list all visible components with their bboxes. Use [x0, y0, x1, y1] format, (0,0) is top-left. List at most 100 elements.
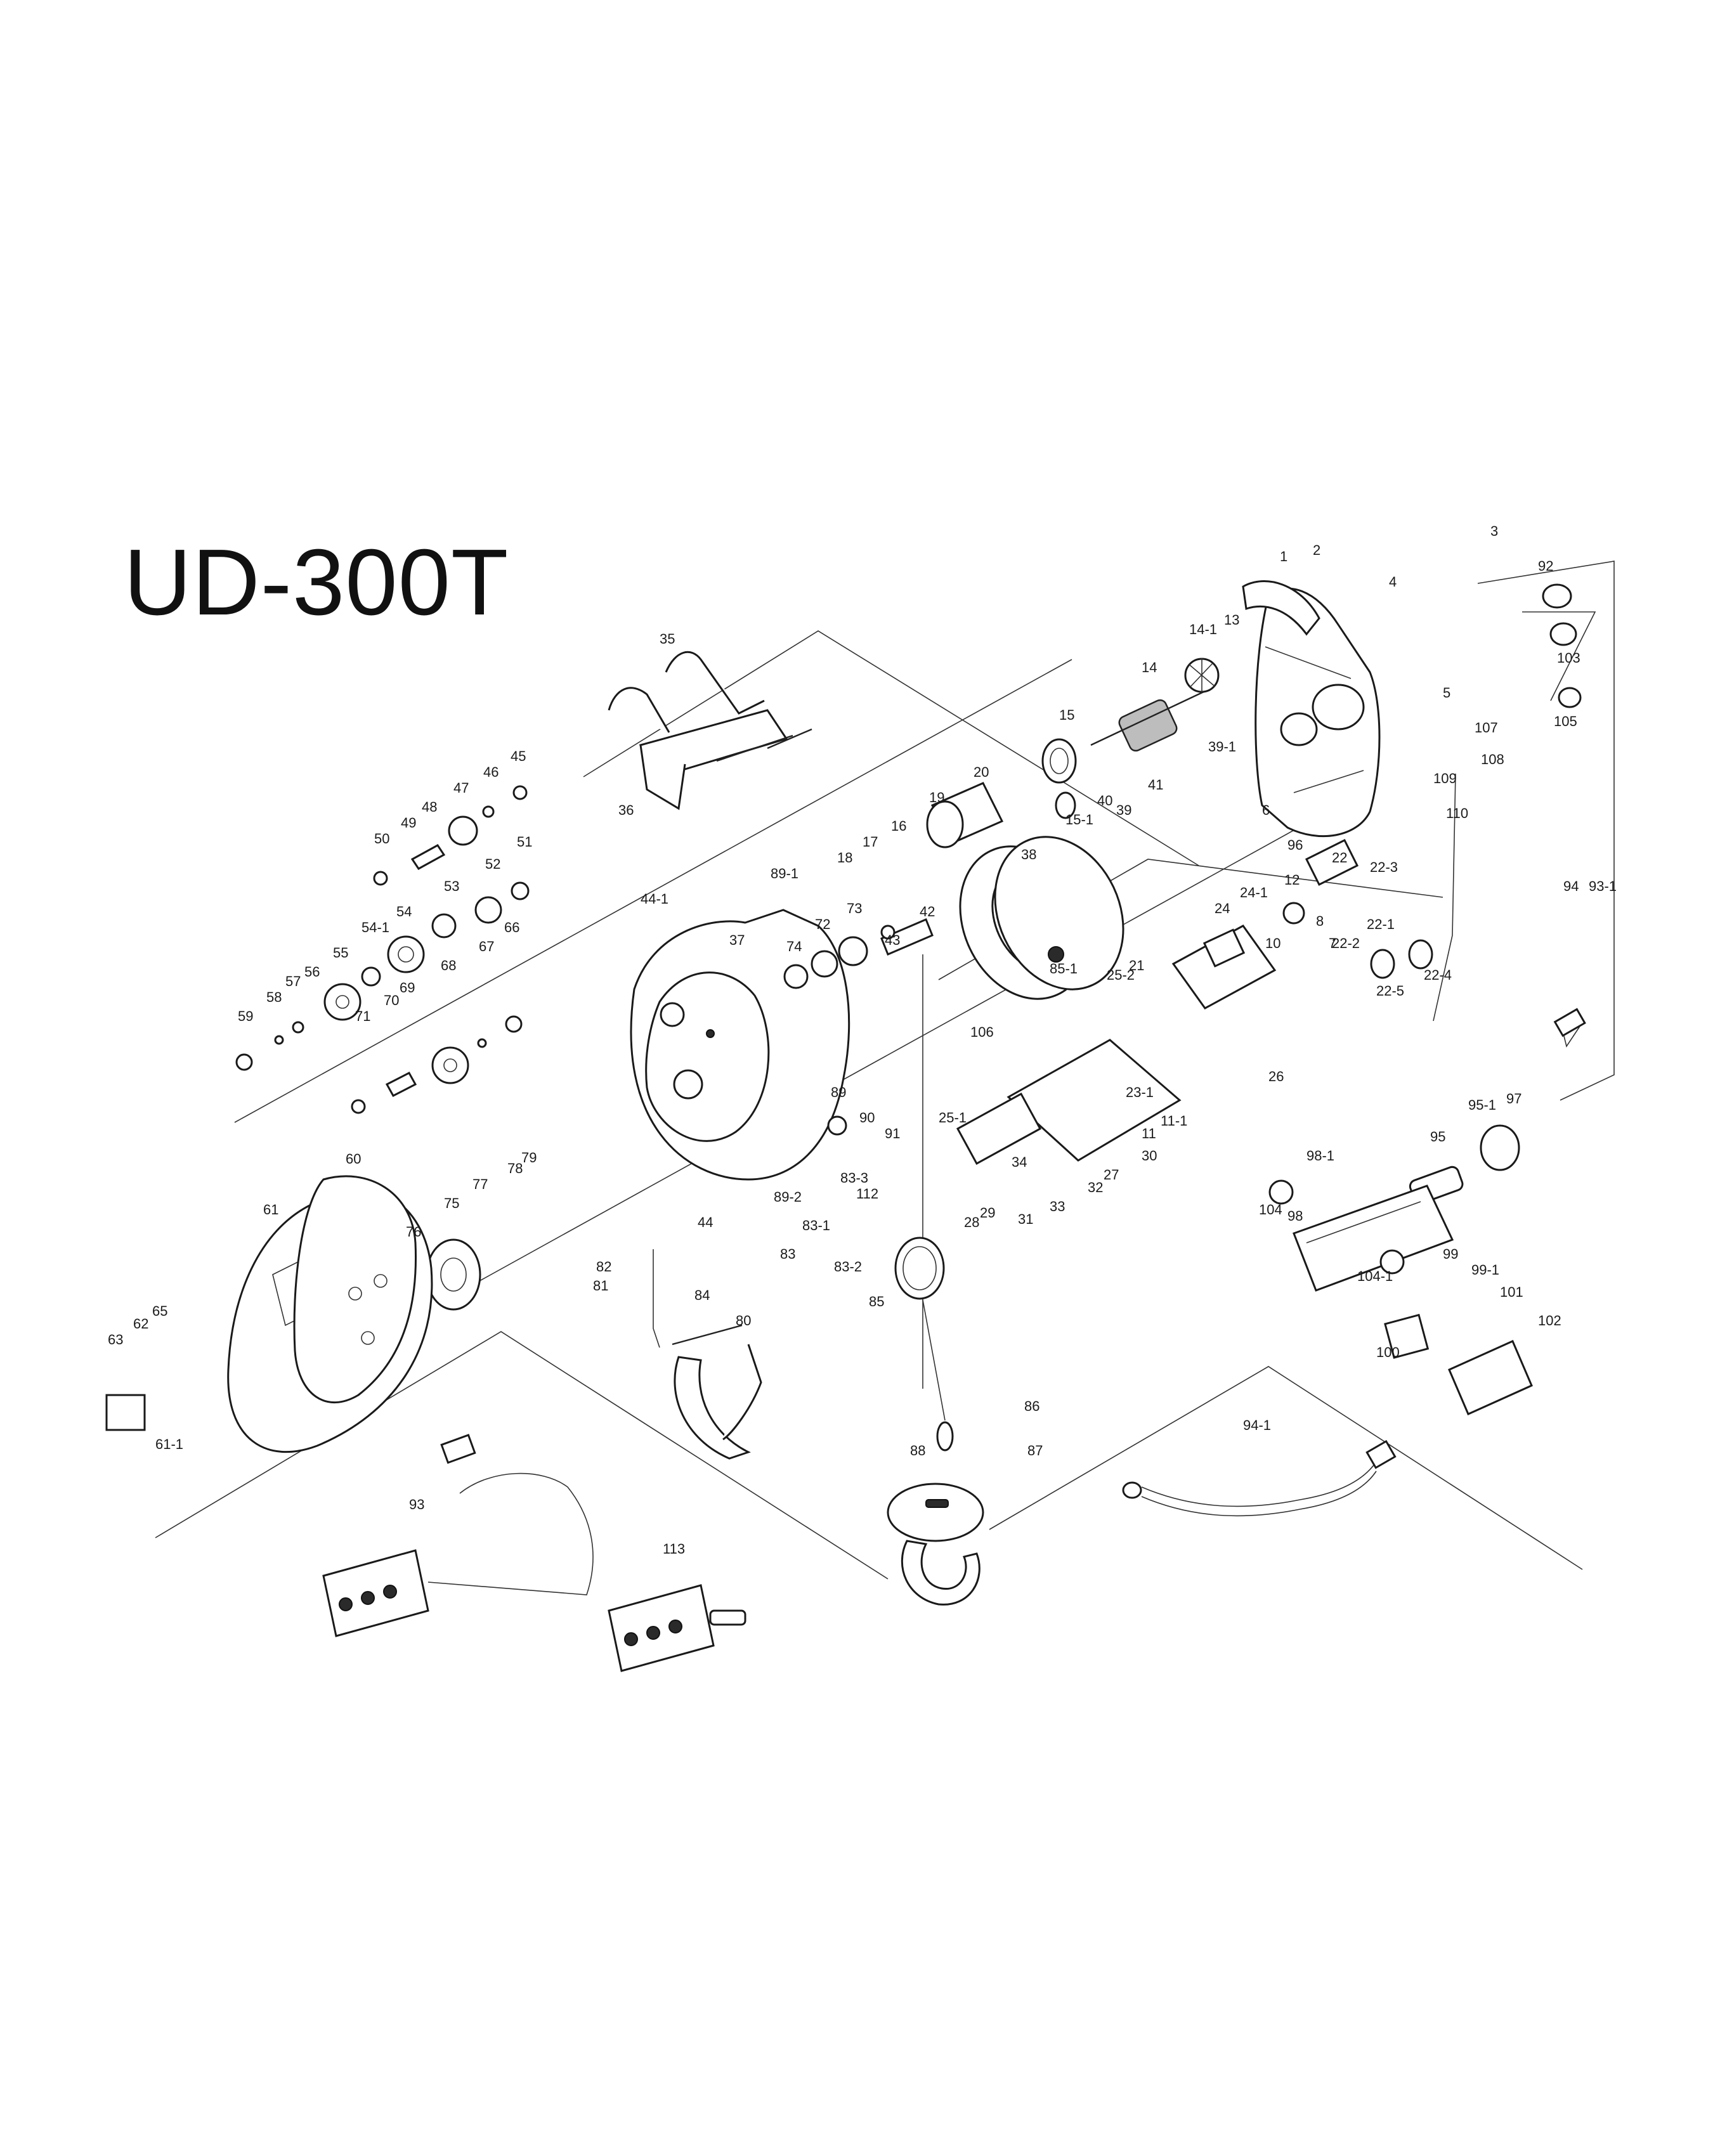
part-label-25-1: 25-1 — [939, 1110, 967, 1126]
part-label-94-1: 94-1 — [1243, 1417, 1271, 1433]
pendant-93 — [322, 1434, 594, 1637]
part-label-101: 101 — [1500, 1284, 1523, 1300]
part-label-90: 90 — [859, 1110, 875, 1126]
part-label-29: 29 — [980, 1205, 995, 1221]
part-label-14-1: 14-1 — [1189, 621, 1217, 637]
part-label-71: 71 — [355, 1008, 370, 1024]
part-label-95-1: 95-1 — [1468, 1097, 1496, 1113]
part-label-97: 97 — [1506, 1091, 1521, 1107]
part-label-110: 110 — [1446, 805, 1468, 821]
part-label-8: 8 — [1316, 913, 1324, 929]
part-label-47: 47 — [453, 780, 469, 796]
part-label-57: 57 — [285, 973, 301, 989]
part-label-85: 85 — [869, 1294, 884, 1309]
gear-train-parts — [235, 785, 934, 1136]
part-label-95: 95 — [1430, 1129, 1445, 1145]
power-cable-94 — [1553, 1008, 1586, 1048]
part-label-77: 77 — [472, 1176, 488, 1192]
part-label-6: 6 — [1262, 802, 1270, 818]
part-label-22-2: 22-2 — [1332, 935, 1360, 951]
part-label-28: 28 — [964, 1214, 979, 1230]
part-label-113: 113 — [663, 1541, 685, 1557]
part-label-72: 72 — [815, 916, 830, 932]
part-label-42: 42 — [920, 904, 935, 919]
gear-housing-44 — [630, 909, 850, 1181]
part-label-83-1: 83-1 — [802, 1218, 830, 1233]
part-label-32: 32 — [1088, 1179, 1103, 1195]
part-label-89: 89 — [831, 1084, 846, 1100]
armature-14 — [1090, 658, 1220, 752]
end-cover-6 — [1242, 580, 1381, 838]
control-plate-106 — [956, 838, 1433, 1166]
part-label-65: 65 — [152, 1303, 167, 1319]
part-label-112: 112 — [856, 1186, 878, 1202]
part-label-21: 21 — [1129, 958, 1144, 973]
part-label-54-1: 54-1 — [362, 919, 389, 935]
part-label-73: 73 — [847, 900, 862, 916]
part-label-79: 79 — [521, 1150, 537, 1166]
part-label-85-1: 85-1 — [1050, 961, 1078, 977]
part-label-60: 60 — [346, 1151, 361, 1167]
part-label-34: 34 — [1012, 1154, 1027, 1170]
part-label-3: 3 — [1490, 523, 1498, 539]
hanger-frame-35 — [608, 651, 812, 810]
part-label-104: 104 — [1259, 1202, 1282, 1218]
part-label-45: 45 — [511, 748, 526, 764]
part-label-24-1: 24-1 — [1240, 885, 1268, 900]
part-label-36: 36 — [618, 802, 634, 818]
part-label-93: 93 — [409, 1497, 424, 1512]
part-label-86: 86 — [1024, 1398, 1039, 1414]
part-label-37: 37 — [729, 932, 745, 948]
part-label-18: 18 — [837, 850, 852, 866]
part-label-56: 56 — [304, 964, 320, 980]
part-label-39-1: 39-1 — [1208, 739, 1236, 755]
part-label-61: 61 — [263, 1202, 278, 1218]
part-label-58: 58 — [266, 989, 282, 1005]
part-label-62: 62 — [133, 1316, 148, 1332]
part-label-98: 98 — [1287, 1208, 1303, 1224]
part-label-100: 100 — [1376, 1344, 1400, 1360]
part-label-40: 40 — [1097, 793, 1112, 808]
cable-94-1 — [1122, 1439, 1397, 1517]
cover-61 — [105, 1175, 433, 1453]
wire-rope-85 — [894, 1237, 954, 1451]
part-label-107: 107 — [1475, 720, 1498, 736]
part-label-22-3: 22-3 — [1370, 859, 1398, 875]
part-label-59: 59 — [238, 1008, 253, 1024]
part-label-81: 81 — [593, 1278, 608, 1294]
part-label-22-1: 22-1 — [1367, 916, 1395, 932]
part-label-31: 31 — [1018, 1211, 1033, 1227]
part-label-98-1: 98-1 — [1306, 1148, 1334, 1164]
part-label-96: 96 — [1287, 837, 1303, 853]
part-label-70: 70 — [384, 992, 399, 1008]
part-label-109: 109 — [1433, 770, 1457, 786]
part-label-69: 69 — [400, 980, 415, 996]
part-label-83: 83 — [780, 1246, 795, 1262]
part-label-48: 48 — [422, 799, 437, 815]
part-label-92: 92 — [1538, 558, 1553, 574]
part-label-89-2: 89-2 — [774, 1189, 802, 1205]
part-label-89-1: 89-1 — [771, 866, 798, 881]
part-label-99: 99 — [1443, 1246, 1458, 1262]
part-label-5: 5 — [1443, 685, 1450, 701]
part-label-23-1: 23-1 — [1126, 1084, 1154, 1100]
part-label-22-4: 22-4 — [1424, 967, 1452, 983]
part-label-10: 10 — [1265, 935, 1280, 951]
part-label-94: 94 — [1563, 878, 1579, 894]
part-label-108: 108 — [1481, 751, 1504, 767]
part-label-74: 74 — [786, 938, 802, 954]
part-label-26: 26 — [1268, 1068, 1284, 1084]
part-label-83-3: 83-3 — [840, 1170, 868, 1186]
part-label-33: 33 — [1050, 1198, 1065, 1214]
part-label-105: 105 — [1554, 713, 1577, 729]
part-label-20: 20 — [974, 764, 989, 780]
projection-lines — [155, 561, 1615, 1580]
part-label-53: 53 — [444, 878, 459, 894]
part-label-82: 82 — [596, 1259, 611, 1275]
part-label-80: 80 — [736, 1313, 751, 1328]
part-label-87: 87 — [1027, 1443, 1043, 1458]
part-label-11-1: 11-1 — [1161, 1113, 1187, 1129]
part-label-7: 7 — [1329, 935, 1336, 951]
